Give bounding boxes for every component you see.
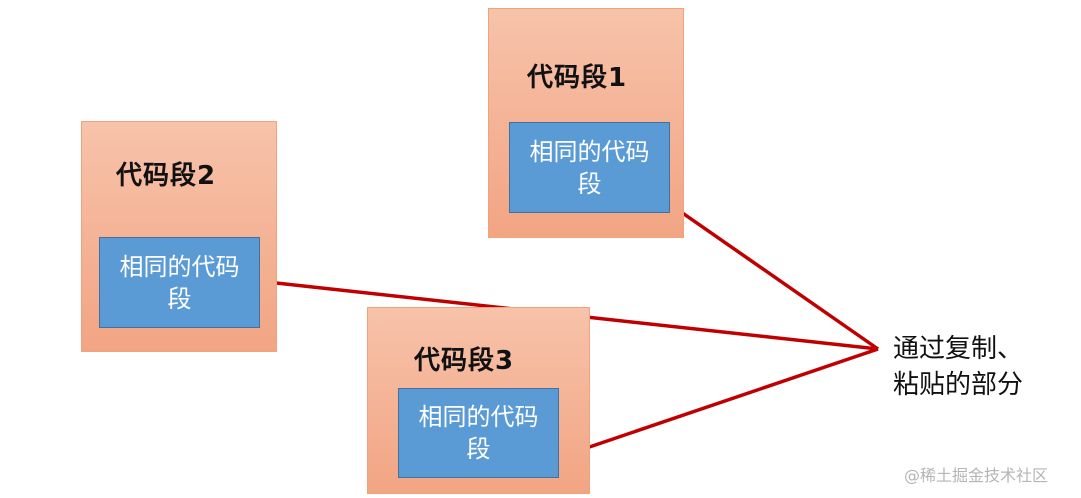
code-block-1-shared: 相同的代码段 — [509, 122, 670, 213]
code-block-3-shared: 相同的代码段 — [398, 388, 559, 478]
code-block-3: 代码段3 相同的代码段 — [367, 307, 590, 494]
code-block-1-title: 代码段1 — [527, 63, 628, 93]
code-block-2-shared: 相同的代码段 — [99, 237, 260, 328]
shared-code-label: 相同的代码段 — [418, 403, 539, 463]
watermark: @稀土掘金技术社区 — [904, 466, 1049, 485]
annotation-line-1: 通过复制、 — [893, 334, 1024, 364]
code-block-1: 代码段1 相同的代码段 — [488, 8, 684, 238]
copy-paste-annotation: 通过复制、 粘贴的部分 — [893, 331, 1023, 403]
connector-line-1 — [647, 187, 879, 351]
annotation-line-2: 粘贴的部分 — [893, 370, 1024, 400]
shared-code-label: 相同的代码段 — [119, 252, 240, 313]
code-block-2-title: 代码段2 — [116, 161, 217, 191]
connector-line-3 — [556, 347, 879, 460]
shared-code-label: 相同的代码段 — [529, 137, 650, 198]
code-block-3-title: 代码段3 — [414, 346, 515, 376]
code-block-2: 代码段2 相同的代码段 — [81, 121, 277, 352]
